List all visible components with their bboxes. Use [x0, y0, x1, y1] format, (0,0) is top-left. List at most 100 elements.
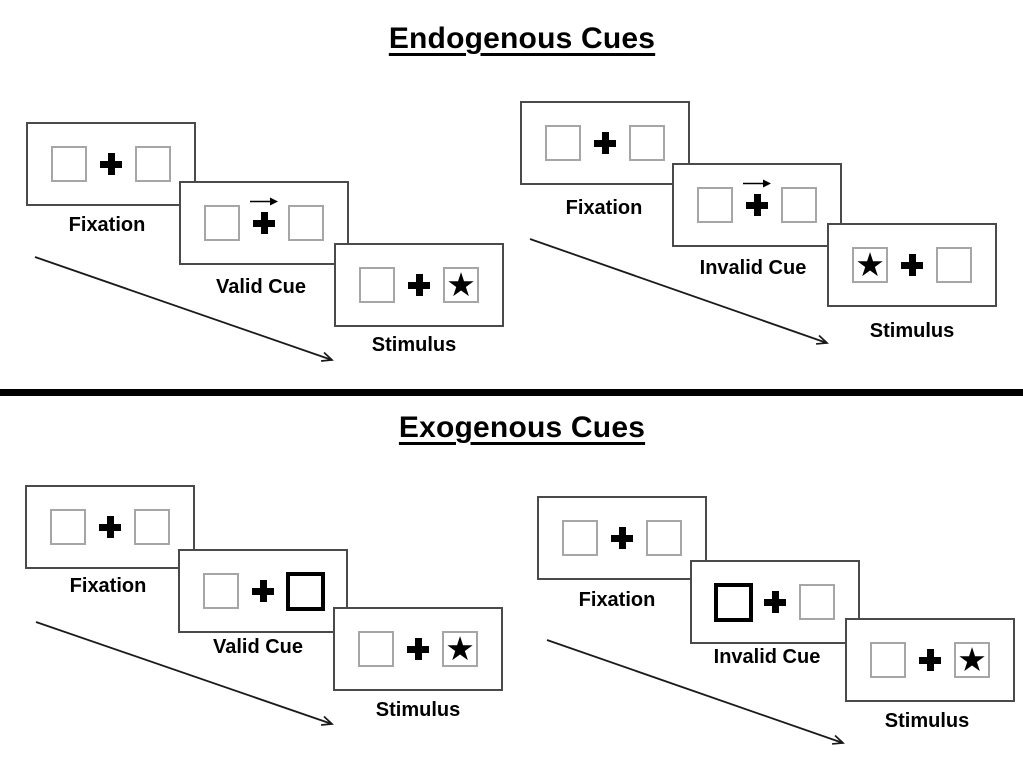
frame-label: Fixation	[565, 197, 643, 219]
valid-cue-screen-card	[179, 181, 349, 265]
right-placeholder-box	[799, 584, 835, 620]
right-placeholder-box	[288, 205, 324, 241]
right-slot	[779, 185, 819, 225]
left-placeholder-box	[358, 631, 394, 667]
left-slot	[202, 203, 242, 243]
fixation-screen-card	[26, 122, 196, 206]
target-star-icon: ★	[957, 639, 987, 679]
stimulus-screen-card: ★	[845, 618, 1015, 702]
fixation-cross-icon	[611, 527, 633, 549]
left-slot	[48, 507, 88, 547]
center-slot	[755, 582, 795, 622]
left-placeholder-box	[51, 146, 87, 182]
fixation-cross-icon	[252, 580, 274, 602]
frame-label: Invalid Cue	[713, 646, 821, 668]
frame-label: Fixation	[69, 575, 147, 597]
right-slot	[644, 518, 684, 558]
target-star-icon: ★	[855, 244, 885, 284]
left-slot	[543, 123, 583, 163]
right-placeholder-box: ★	[954, 642, 990, 678]
left-placeholder-box	[562, 520, 598, 556]
sequence-arrow-exogenous-valid	[35, 621, 334, 726]
cue-arrow-icon	[743, 179, 771, 188]
left-placeholder-box: ★	[852, 247, 888, 283]
right-placeholder-box	[629, 125, 665, 161]
stimulus-screen-card: ★	[334, 243, 504, 327]
right-placeholder-box: ★	[443, 267, 479, 303]
fixation-screen-card	[537, 496, 707, 580]
left-slot	[201, 571, 241, 611]
frame-label: Stimulus	[375, 699, 461, 721]
left-slot	[49, 144, 89, 184]
right-slot: ★	[952, 640, 992, 680]
right-placeholder-box	[134, 509, 170, 545]
center-slot	[737, 179, 777, 225]
frame-label: Fixation	[578, 589, 656, 611]
right-slot	[934, 245, 974, 285]
sequence-arrow-exogenous-invalid	[546, 639, 845, 745]
left-placeholder-box	[50, 509, 86, 545]
center-slot	[398, 629, 438, 669]
center-slot	[90, 507, 130, 547]
right-slot	[132, 507, 172, 547]
stimulus-screen-card: ★	[333, 607, 503, 691]
right-slot	[286, 203, 326, 243]
right-slot	[627, 123, 667, 163]
fixation-cross-icon	[901, 254, 923, 276]
frame-label: Fixation	[68, 214, 146, 236]
right-slot	[133, 144, 173, 184]
left-placeholder-box	[870, 642, 906, 678]
fixation-cross-icon	[253, 212, 275, 234]
stimulus-screen-card: ★	[827, 223, 997, 307]
frame-label: Stimulus	[869, 320, 955, 342]
frame-label: Valid Cue	[212, 636, 304, 658]
valid-cue-screen-card	[178, 549, 348, 633]
right-placeholder-box	[646, 520, 682, 556]
cue-highlight-box	[713, 582, 753, 622]
frame-label: Valid Cue	[215, 276, 307, 298]
fixation-screen-card	[520, 101, 690, 185]
cue-highlight-box	[285, 571, 325, 611]
section-divider	[0, 389, 1023, 396]
left-placeholder-box	[204, 205, 240, 241]
frame-label: Stimulus	[884, 710, 970, 732]
right-placeholder-box	[135, 146, 171, 182]
center-slot	[399, 265, 439, 305]
fixation-cross-icon	[408, 274, 430, 296]
invalid-cue-screen-card	[672, 163, 842, 247]
target-star-icon: ★	[446, 264, 476, 304]
left-placeholder-box	[203, 573, 239, 609]
left-placeholder-box	[359, 267, 395, 303]
cue-arrow-icon	[250, 197, 278, 206]
fixation-cross-icon	[594, 132, 616, 154]
frame-label: Stimulus	[371, 334, 457, 356]
fixation-cross-icon	[99, 516, 121, 538]
center-slot	[244, 197, 284, 243]
center-slot	[243, 571, 283, 611]
fixation-cross-icon	[407, 638, 429, 660]
right-slot	[285, 571, 325, 611]
left-slot	[713, 582, 753, 622]
left-placeholder-box	[697, 187, 733, 223]
fixation-screen-card	[25, 485, 195, 569]
fixation-cross-icon	[919, 649, 941, 671]
fixation-cross-icon	[764, 591, 786, 613]
frame-label: Invalid Cue	[699, 257, 807, 279]
left-slot	[356, 629, 396, 669]
exogenous-section-title: Exogenous Cues	[398, 411, 646, 444]
right-placeholder-box	[781, 187, 817, 223]
center-slot	[585, 123, 625, 163]
left-slot	[560, 518, 600, 558]
left-slot	[695, 185, 735, 225]
right-slot: ★	[440, 629, 480, 669]
left-slot: ★	[850, 245, 890, 285]
center-slot	[91, 144, 131, 184]
left-slot	[357, 265, 397, 305]
target-star-icon: ★	[445, 628, 475, 668]
endogenous-section-title: Endogenous Cues	[388, 22, 656, 55]
right-placeholder-box	[936, 247, 972, 283]
center-slot	[602, 518, 642, 558]
left-slot	[868, 640, 908, 680]
